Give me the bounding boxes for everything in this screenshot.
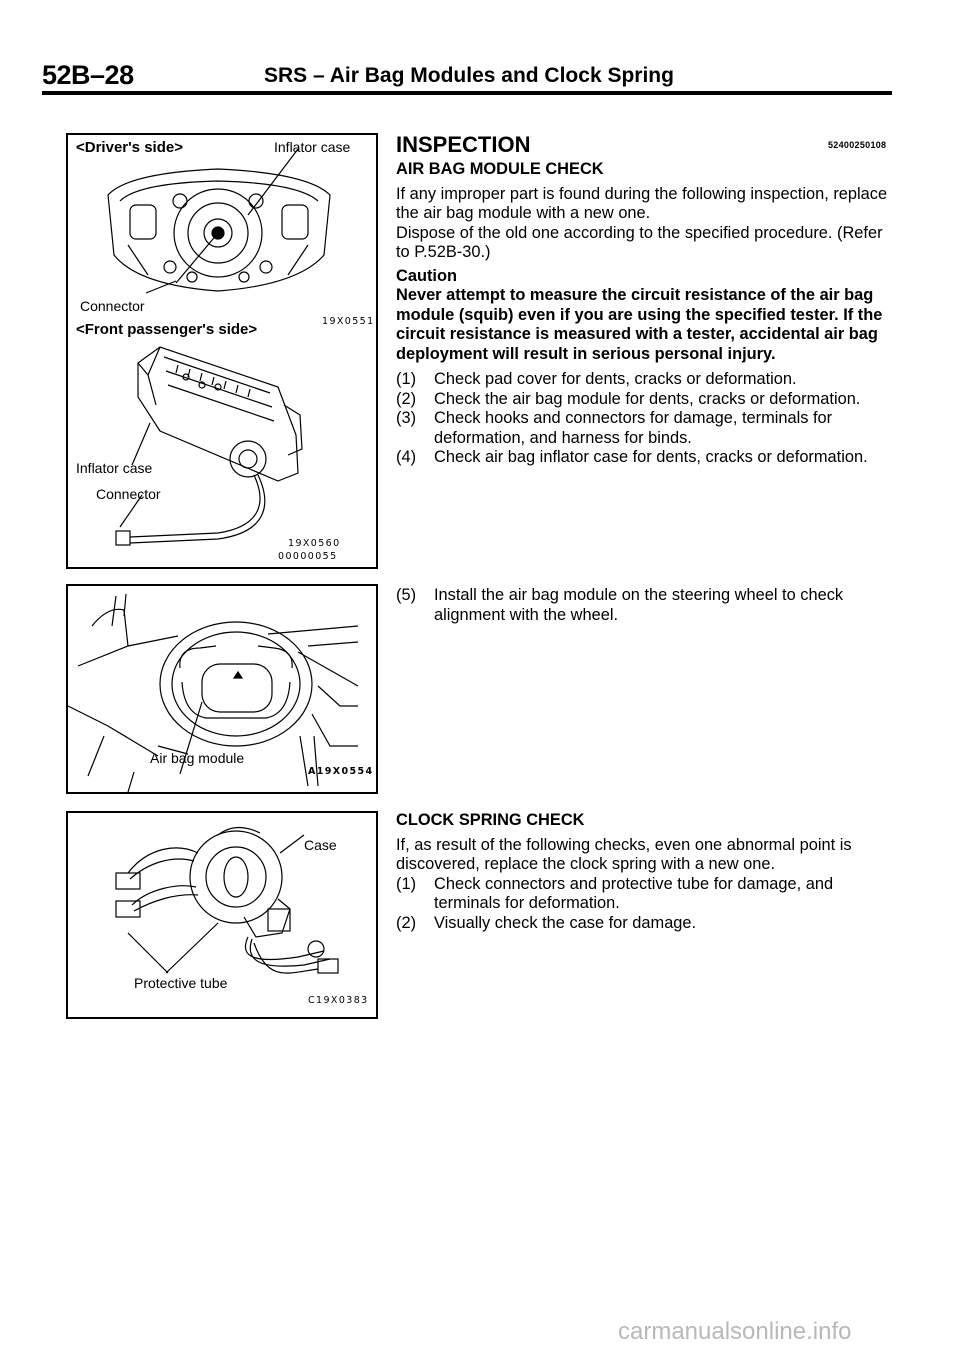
list-item: (2)Visually check the case for damage. <box>396 913 697 932</box>
airbag-check-item5: (5)Install the air bag module on the ste… <box>396 586 896 625</box>
list-item: (2)Check the air bag module for dents, c… <box>396 389 861 408</box>
inflator-case-label: Inflator case <box>76 460 153 476</box>
figure-clock-spring: Case Protective tube C19X0383 <box>66 811 378 1019</box>
figure-code-steering: A19X0554 <box>308 766 374 777</box>
drivers-side-label: <Driver's side> <box>76 139 183 156</box>
airbag-check-intro-2: Dispose of the old one according to the … <box>396 223 883 262</box>
connector-top-label: Connector <box>80 298 145 314</box>
inspection-title: INSPECTION <box>396 132 531 157</box>
case-label: Case <box>304 837 337 853</box>
header-rule <box>42 91 892 95</box>
passenger-side-label: <Front passenger's side> <box>76 321 258 338</box>
clock-spring-check-section: CLOCK SPRING CHECK If, as result of the … <box>396 811 896 933</box>
list-item: (5)Install the air bag module on the ste… <box>396 586 844 624</box>
figure-code-b: 00000055 <box>278 551 338 562</box>
clock-check-intro: If, as result of the following checks, e… <box>396 835 852 874</box>
watermark: carmanualsonline.info <box>618 1318 852 1345</box>
inflator-case-top-label: Inflator case <box>274 139 351 155</box>
air-bag-module-label: Air bag module <box>150 750 245 766</box>
steering-wheel-illustration <box>68 593 359 792</box>
clock-spring-illustration <box>115 826 339 974</box>
airbag-check-list: (1)Check pad cover for dents, cracks or … <box>396 370 896 468</box>
figure-code-a: 19X0560 <box>288 538 341 549</box>
figure-steering-wheel: Air bag module A19X0554 <box>66 584 378 794</box>
airbag-check-intro-1: If any improper part is found during the… <box>396 184 888 223</box>
airbag-check-section: AIR BAG MODULE CHECK If any improper par… <box>396 160 896 468</box>
figure-code-top: 19X0551 <box>322 316 375 327</box>
caution-heading: Caution <box>396 266 458 285</box>
list-item: (4)Check air bag inflator case for dents… <box>396 448 868 466</box>
figure-code-clock: C19X0383 <box>308 995 369 1006</box>
page-number: 52B–28 <box>42 60 134 90</box>
connector-label: Connector <box>96 486 161 502</box>
page-title: SRS – Air Bag Modules and Clock Spring <box>264 64 674 87</box>
clock-check-heading: CLOCK SPRING CHECK <box>396 811 585 829</box>
inspection-code: 52400250108 <box>828 140 887 150</box>
page-header: 52B–28 SRS – Air Bag Modules and Clock S… <box>42 60 892 94</box>
figure-airbag-modules: <Driver's side> Inflator case Connector … <box>66 133 378 569</box>
caution-text: Never attempt to measure the circuit res… <box>396 286 883 363</box>
list-item: (1)Check connectors and protective tube … <box>396 874 834 913</box>
list-item: (3)Check hooks and connectors for damage… <box>396 409 833 447</box>
list-item: (1)Check pad cover for dents, cracks or … <box>396 370 797 388</box>
airbag-modules-illustration <box>107 148 331 546</box>
airbag-check-heading: AIR BAG MODULE CHECK <box>396 160 604 178</box>
protective-tube-label: Protective tube <box>134 975 228 991</box>
